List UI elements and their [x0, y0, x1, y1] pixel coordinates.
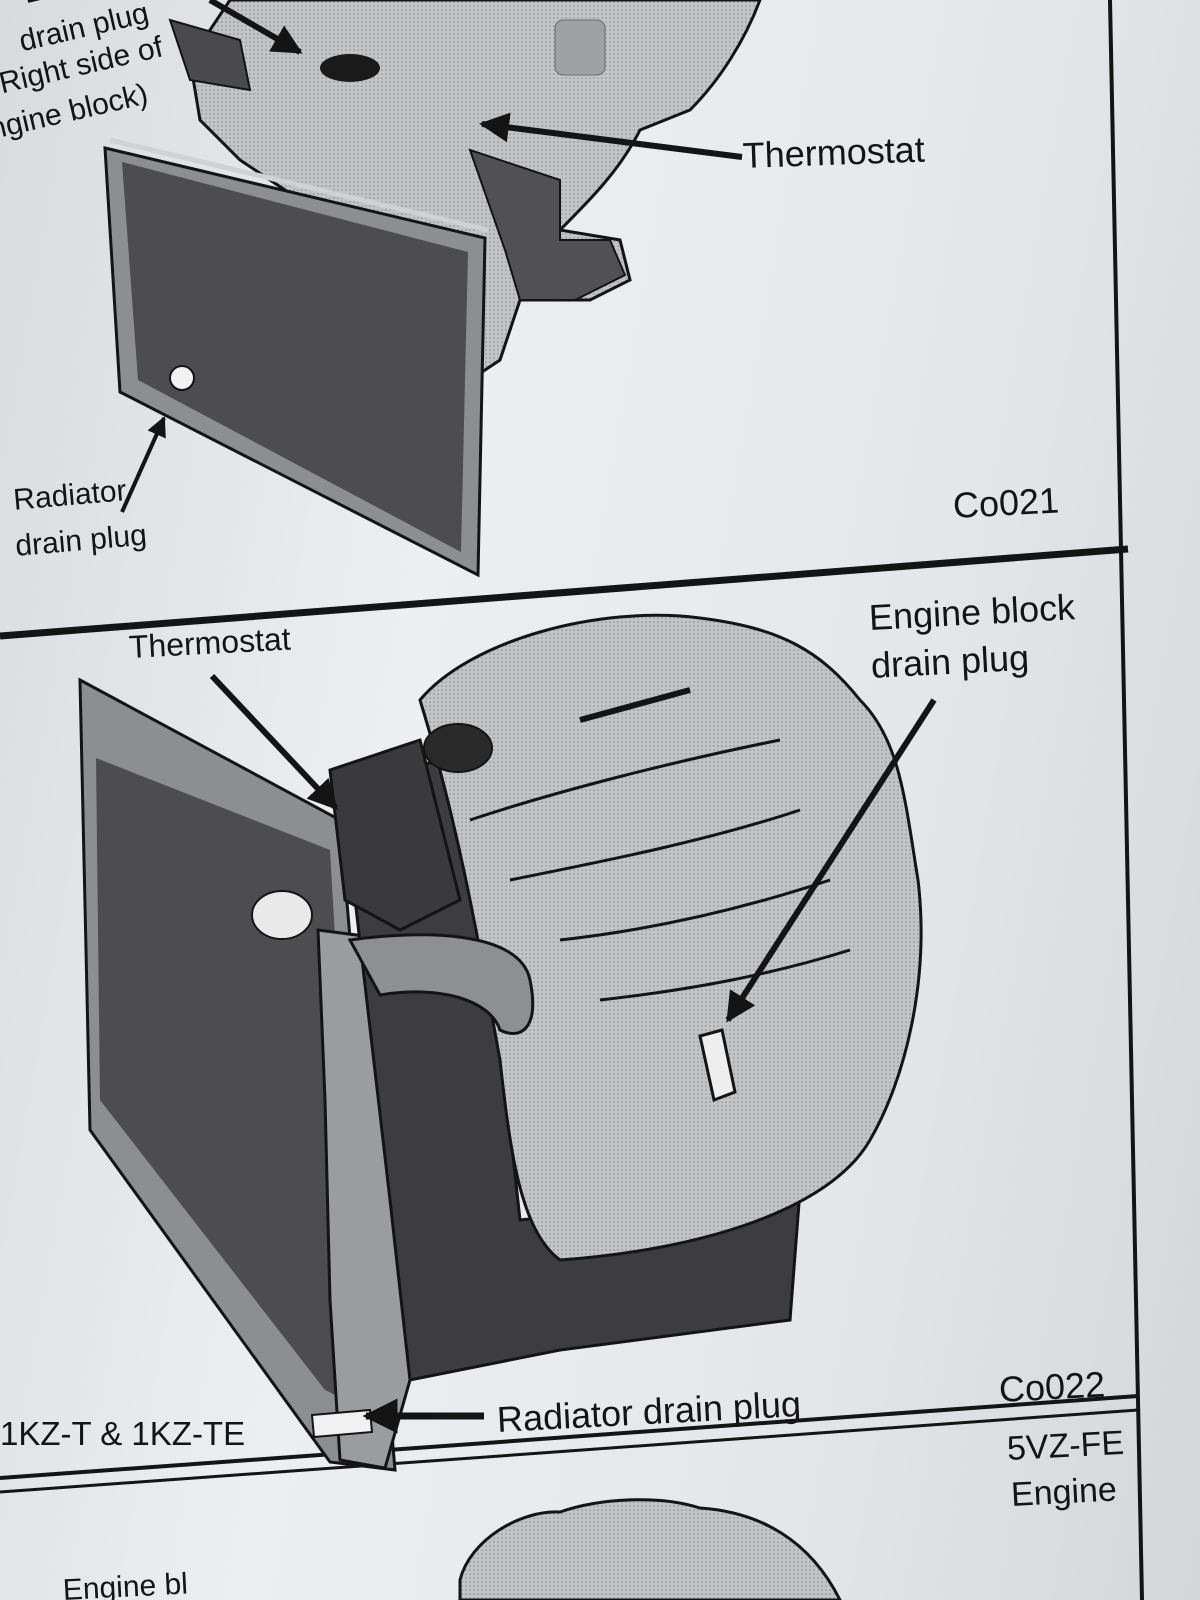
top-engine-boss [555, 20, 605, 75]
middle-engine-models-label: 1KZ-T & 1KZ-TE [0, 1416, 245, 1453]
top-arrow-radiator-drain [122, 418, 164, 512]
middle-figure-code: Co022 [998, 1364, 1106, 1410]
top-radiator-drain-plug [170, 366, 194, 390]
bottom-engine-partial [460, 1500, 840, 1600]
middle-engine-illustration [330, 615, 921, 1380]
page-right-border [1110, 0, 1142, 1600]
top-thermostat-label: Thermostat [742, 130, 925, 177]
middle-radiator-drain-plug [312, 1410, 372, 1437]
bottom-engine-label-line2: Engine [1010, 1470, 1118, 1514]
top-engine-drain-plug [320, 54, 380, 82]
middle-engine-drain-label-line2: drain plug [870, 638, 1030, 687]
middle-engine-filler-cap [424, 724, 492, 772]
top-figure-code: Co021 [952, 480, 1060, 526]
middle-radiator-cap [252, 891, 312, 939]
bottom-callout-partial: Engine bl [62, 1567, 189, 1600]
bottom-engine-label-line1: 5VZ-FE [1006, 1424, 1125, 1468]
